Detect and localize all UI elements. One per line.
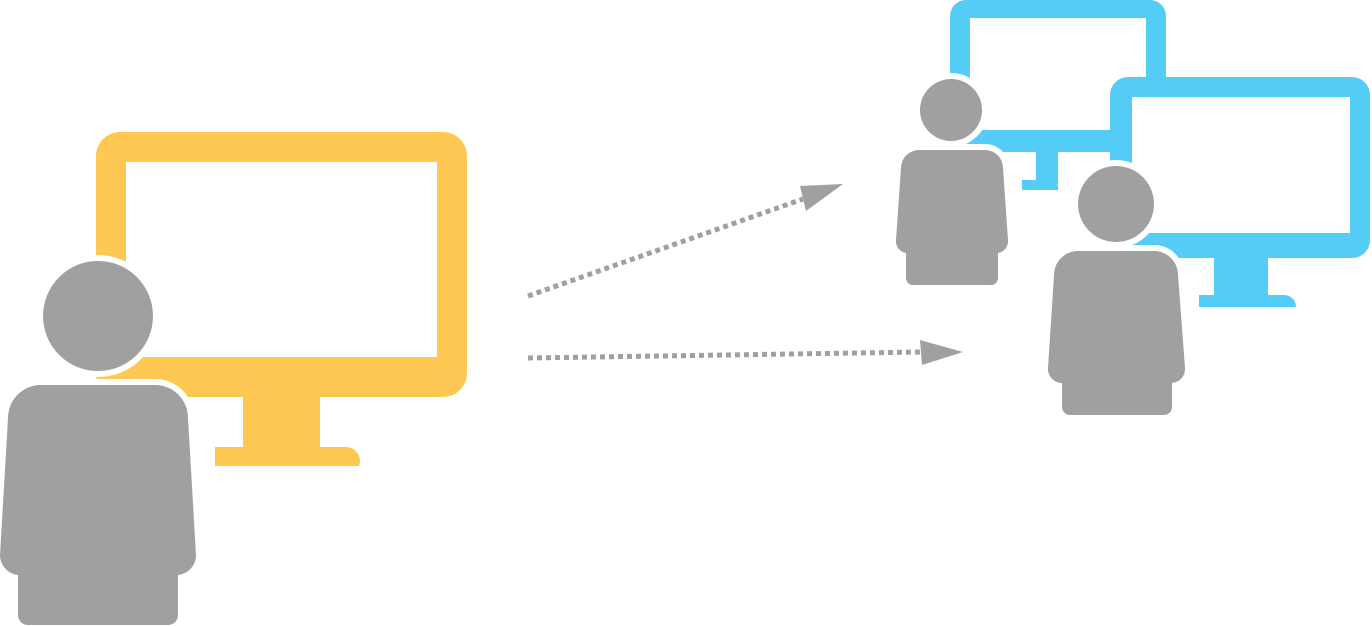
share-arrow-top	[527, 184, 843, 299]
viewer-person-front-icon	[1042, 160, 1191, 421]
share-arrow-bottom	[527, 340, 963, 365]
viewer-person-back-icon	[889, 73, 1015, 291]
presenter-person-icon	[0, 255, 203, 626]
presenter-monitor-icon	[96, 132, 467, 466]
viewer-monitor-front-icon	[1110, 77, 1370, 307]
